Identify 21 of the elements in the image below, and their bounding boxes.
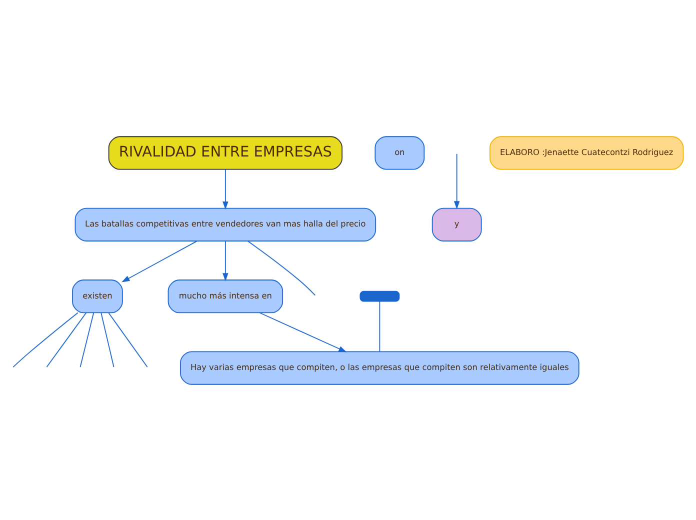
node-box: RIVALIDAD ENTRE EMPRESAS [108, 136, 342, 170]
connector [247, 240, 316, 296]
connector [46, 312, 87, 367]
connector [80, 312, 94, 367]
arrow [454, 152, 460, 209]
arrow [222, 168, 228, 210]
connector [12, 312, 78, 367]
node-box: Hay varias empresas que compiten, o las empresas que compiten son relativamente iguales [180, 350, 580, 384]
node-box: existen [72, 279, 123, 313]
node-box: mucho más intensa en [168, 279, 284, 313]
arrow [259, 312, 347, 352]
node-box: on [374, 136, 425, 170]
connector [379, 300, 380, 352]
connector [100, 312, 114, 367]
arrow [122, 240, 198, 282]
node-box: Las batallas competitivas entre vendedores van mas halla del precio [74, 207, 376, 241]
node-box [360, 290, 400, 302]
node-box: ELABORO :Jenaette Cuatecontzi Rodriguez [490, 136, 684, 170]
node-box: y [432, 207, 482, 241]
connector [108, 312, 148, 367]
arrow [222, 240, 228, 281]
